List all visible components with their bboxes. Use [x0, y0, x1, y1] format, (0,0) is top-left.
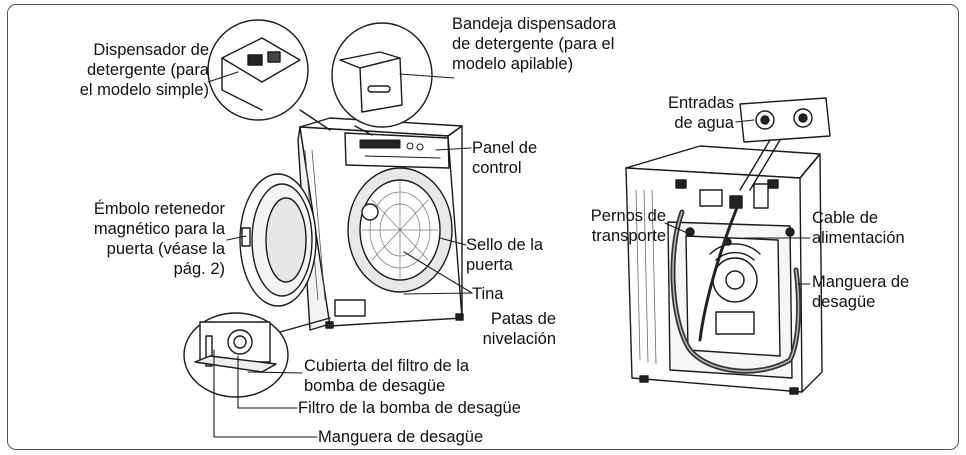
dispenser-inset: [207, 19, 331, 131]
front-drain-hose-label: Manguera de desagüe: [318, 428, 484, 446]
leader-lines: [207, 71, 811, 438]
tray-inset: [331, 22, 433, 136]
tray-label: Bandeja dispensadora de detergente (para…: [452, 15, 617, 73]
inlet-inset: [739, 97, 831, 191]
water-inlets-label: Entradas de agua: [667, 94, 734, 132]
filter-cover-label: Cubierta del filtro de la bomba de desag…: [304, 357, 470, 395]
power-cable-label: Cable de alimentación: [812, 209, 905, 247]
front-washer: [239, 117, 464, 331]
back-washer: [625, 145, 823, 395]
back-drain-hose-label: Manguera de desagüe: [812, 273, 910, 311]
tub-label: Tina: [472, 285, 504, 303]
leveling-feet-label: Patas de nivelación: [482, 310, 556, 348]
dispenser-label: Dispensador de detergente (para el model…: [79, 41, 209, 99]
control-panel-label: Panel de control: [472, 139, 538, 177]
drain-filter-label: Filtro de la bomba de desagüe: [298, 399, 521, 417]
drain-inset: [183, 312, 331, 398]
door-seal-label: Sello de la puerta: [466, 236, 544, 274]
transport-bolts-label: Pernos de transporte: [590, 207, 666, 245]
door-magnet-label: Émbolo retenedor magnético para la puert…: [93, 200, 225, 278]
